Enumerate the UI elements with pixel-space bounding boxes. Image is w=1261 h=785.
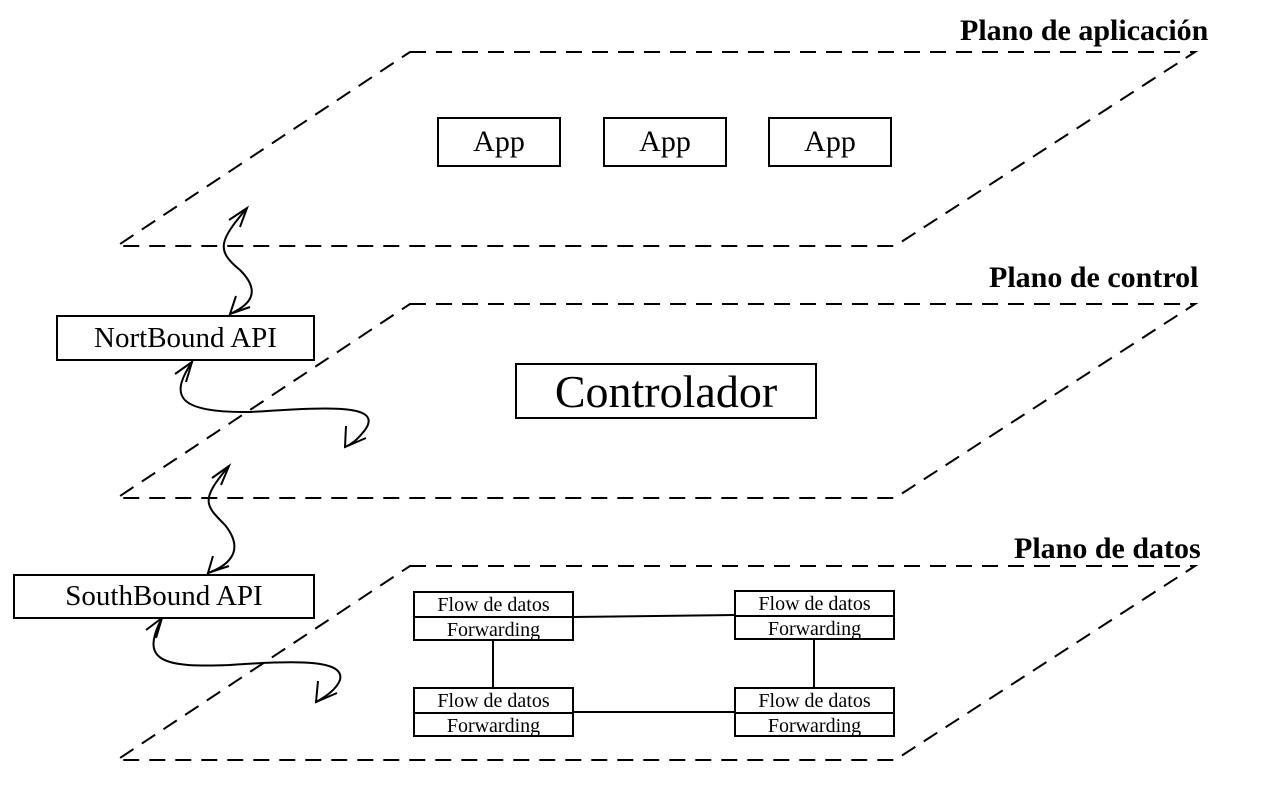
app-box: App [437,117,561,167]
forwarding-label: Forwarding [446,618,541,641]
southbound-api-box: SouthBound API [13,574,315,619]
forwarding-label: Forwarding [446,714,541,737]
arrowhead-up-icon [174,359,194,383]
arrowhead-down-icon [228,295,251,316]
control-plane-title: Plano de control [989,261,1199,294]
northbound-api-box: NortBound API [56,315,315,361]
flow-table-label: Flow de datos [736,592,893,617]
flow-table-label: Flow de datos [415,593,572,618]
switch-node: Flow de datos Forwarding [734,590,895,640]
controller-box: Controlador [515,363,817,419]
arrowhead-down-icon [343,425,367,449]
flow-table-label: Flow de datos [415,689,572,714]
link-node1-node2 [572,614,736,618]
data-plane [113,565,1199,761]
application-plane [113,51,1199,247]
southbound-data-arrow [152,617,342,703]
arrowhead-up-icon [228,205,249,228]
southbound-control-arrow [207,465,236,574]
arrowhead-down-icon [206,555,230,575]
app-box: App [768,117,892,167]
app-box: App [603,117,727,167]
forwarding-label: Forwarding [767,617,862,640]
northbound-control-arrow [179,361,370,448]
switch-node: Flow de datos Forwarding [413,591,574,641]
switch-node: Flow de datos Forwarding [413,687,574,737]
forwarding-label: Forwarding [767,714,862,737]
arrowhead-down-icon [314,680,338,704]
data-plane-title: Plano de datos [1014,532,1201,565]
switch-node: Flow de datos Forwarding [734,687,895,737]
northbound-app-arrow [222,207,253,315]
arrowhead-up-icon [211,463,232,486]
application-plane-title: Plano de aplicación [960,14,1209,47]
flow-table-label: Flow de datos [736,689,893,714]
control-plane [113,303,1199,499]
